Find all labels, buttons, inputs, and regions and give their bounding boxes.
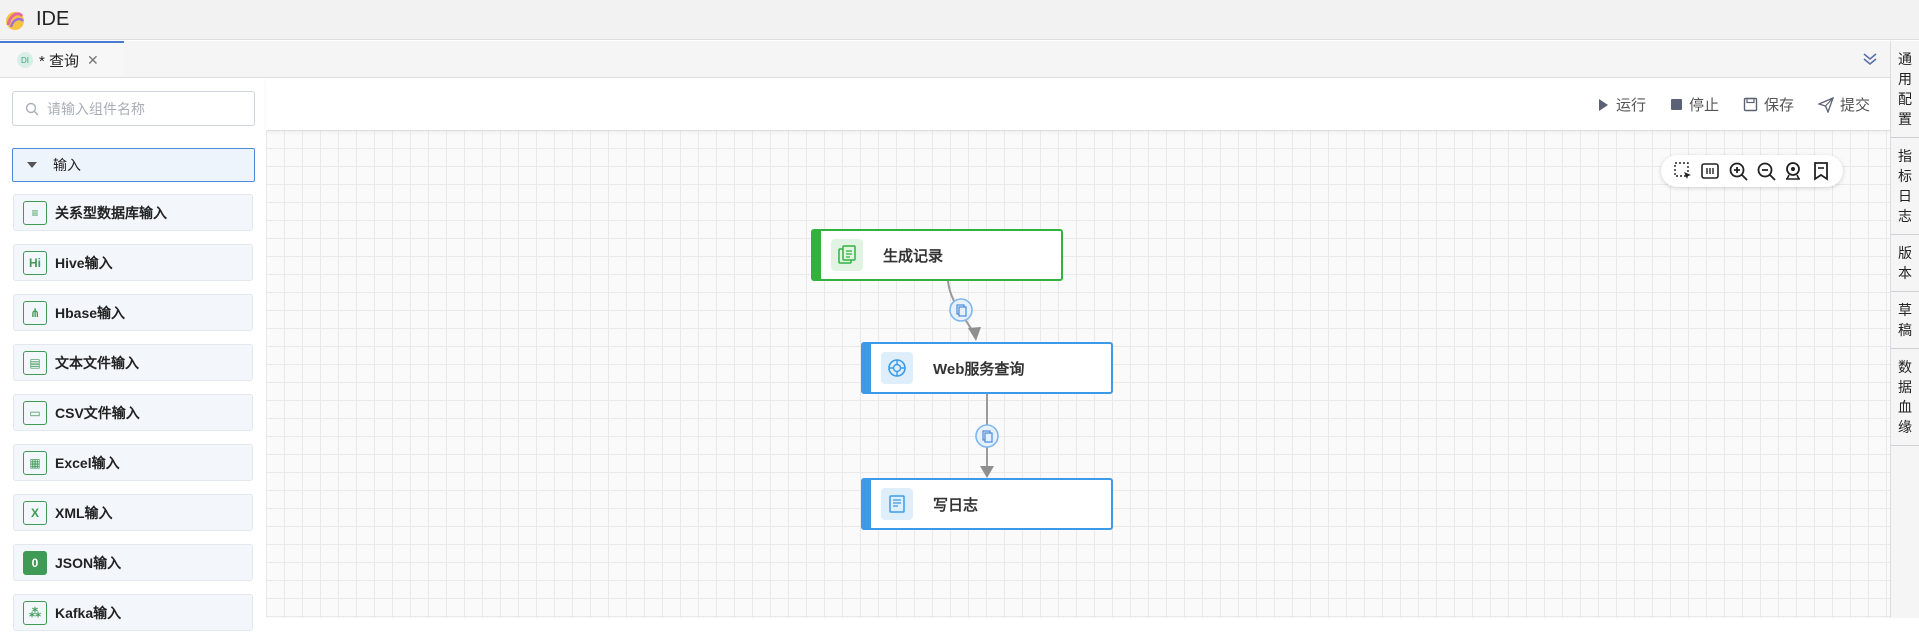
data-lineage-tab[interactable]: 数据血缘 [1891, 349, 1919, 446]
node-write-log[interactable]: 写日志 [861, 478, 1113, 530]
zoom-in-icon[interactable] [1727, 160, 1749, 182]
send-icon [1817, 96, 1834, 113]
hbase-icon: ⋔ [23, 300, 47, 325]
caret-down-icon [27, 162, 37, 168]
component-panel: 输入 ≡ 关系型数据库输入 Hi Hive输入 ⋔ Hbase输入 ▤ 文本文件输入 ▭ CSV文… [0, 78, 266, 631]
node-accent-bar [863, 344, 871, 392]
component-label: JSON输入 [55, 554, 122, 571]
app-logo-icon [6, 11, 24, 30]
component-label: 关系型数据库输入 [55, 204, 167, 221]
kafka-icon: ⁂ [23, 600, 47, 625]
xml-icon: X [23, 500, 47, 525]
search-input[interactable] [47, 100, 237, 117]
tab-bar: DI * 查询 ✕ [0, 41, 1890, 78]
submit-button[interactable]: 提交 [1817, 94, 1870, 115]
node-web-service-query[interactable]: Web服务查询 [861, 342, 1113, 394]
component-label: Hive输入 [55, 254, 113, 271]
tab-label: * 查询 [39, 52, 80, 70]
json-icon: 0 [23, 550, 47, 575]
metric-log-tab[interactable]: 指标日志 [1891, 138, 1919, 235]
node-generate-records[interactable]: 生成记录 [811, 229, 1063, 281]
save-button[interactable]: 保存 [1743, 94, 1794, 115]
group-header-input[interactable]: 输入 [12, 148, 255, 182]
log-icon [881, 488, 913, 520]
component-item[interactable]: ≡ 关系型数据库输入 [13, 194, 253, 231]
component-item[interactable]: ⁂ Kafka输入 [13, 594, 253, 631]
component-list: ≡ 关系型数据库输入 Hi Hive输入 ⋔ Hbase输入 ▤ 文本文件输入 ▭ CSV文件输入… [13, 194, 253, 644]
di-tab-icon: DI [17, 52, 33, 68]
node-label: 写日志 [933, 496, 979, 514]
play-icon [1598, 98, 1608, 111]
canvas-zoom-toolbar [1661, 155, 1843, 187]
stop-icon [1670, 99, 1682, 110]
title-bar: IDE [0, 0, 1919, 40]
close-icon[interactable]: ✕ [87, 51, 99, 68]
csv-file-icon: ▭ [23, 400, 47, 425]
component-search[interactable] [12, 91, 255, 126]
component-label: XML输入 [55, 504, 113, 521]
component-label: Kafka输入 [55, 604, 122, 621]
component-item[interactable]: 0 JSON输入 [13, 544, 253, 581]
fit-view-icon[interactable] [1699, 160, 1721, 182]
app-title: IDE [36, 8, 70, 30]
bookmark-icon[interactable] [1810, 160, 1832, 182]
canvas-toolbar: 运行 停止 保存 提交 [266, 78, 1890, 130]
save-icon [1743, 97, 1758, 112]
node-label: Web服务查询 [933, 360, 1025, 378]
locate-icon[interactable] [1782, 160, 1804, 182]
right-side-panel: 通用配置 指标日志 版本 草稿 数据血缘 [1890, 41, 1919, 618]
zoom-out-icon[interactable] [1755, 160, 1777, 182]
component-item[interactable]: X XML输入 [13, 494, 253, 531]
node-accent-bar [813, 231, 821, 279]
component-item[interactable]: ▦ Excel输入 [13, 444, 253, 481]
double-chevron-down-icon[interactable] [1860, 49, 1880, 69]
component-item[interactable]: ▤ 文本文件输入 [13, 344, 253, 381]
component-item[interactable]: ⋔ Hbase输入 [13, 294, 253, 331]
group-label: 输入 [53, 157, 81, 173]
text-file-icon: ▤ [23, 350, 47, 375]
node-accent-bar [863, 480, 871, 528]
tab-query[interactable]: DI * 查询 ✕ [0, 41, 124, 77]
component-label: CSV文件输入 [55, 404, 140, 421]
excel-icon: ▦ [23, 450, 47, 475]
version-tab[interactable]: 版本 [1891, 235, 1919, 292]
stop-button[interactable]: 停止 [1670, 94, 1719, 115]
component-label: Hbase输入 [55, 304, 126, 321]
component-item[interactable]: Hi Hive输入 [13, 244, 253, 281]
general-config-tab[interactable]: 通用配置 [1891, 41, 1919, 138]
hive-icon: Hi [23, 250, 47, 275]
run-button[interactable]: 运行 [1596, 94, 1646, 115]
database-icon: ≡ [23, 200, 47, 225]
records-icon [831, 239, 863, 271]
draft-tab[interactable]: 草稿 [1891, 292, 1919, 349]
component-item[interactable]: ▭ CSV文件输入 [13, 394, 253, 431]
search-icon [25, 102, 39, 115]
box-select-icon[interactable] [1672, 160, 1694, 182]
web-service-icon [881, 352, 913, 384]
component-label: Excel输入 [55, 454, 120, 471]
node-label: 生成记录 [883, 247, 944, 265]
component-label: 文本文件输入 [55, 354, 139, 371]
